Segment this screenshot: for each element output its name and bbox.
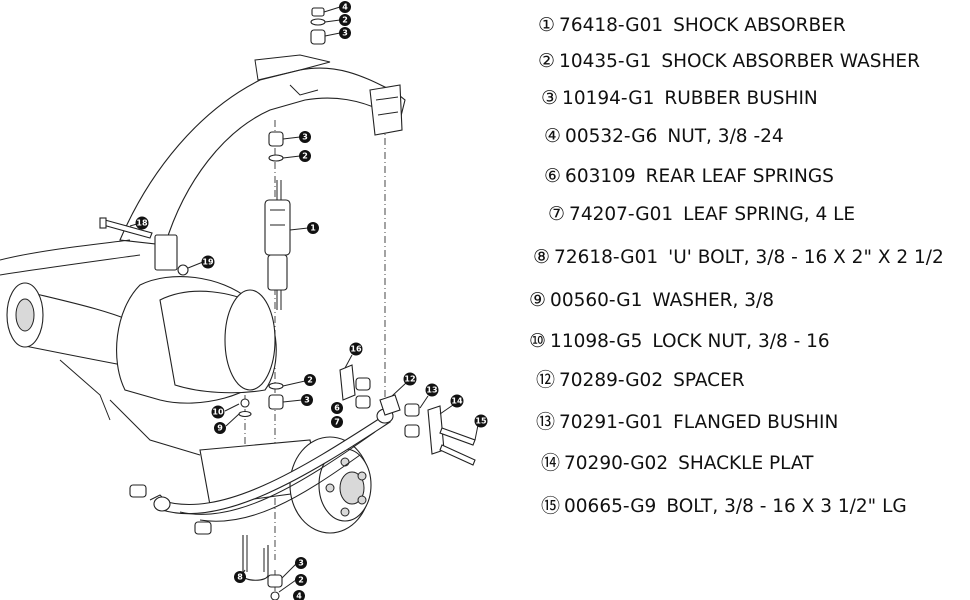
callout-8: 8 — [234, 571, 246, 583]
wheel-hub — [199, 436, 372, 534]
callout-9: 9 — [214, 422, 226, 434]
callout-3-top: 3 — [339, 27, 351, 39]
callout-12: 12 — [403, 372, 417, 386]
callout-6: 6 — [331, 402, 343, 414]
svg-text:18: 18 — [136, 219, 148, 228]
callout-16: 16 — [349, 342, 363, 356]
bolt-and-washer — [99, 217, 189, 276]
svg-text:10: 10 — [212, 408, 224, 417]
leaf-spring — [149, 408, 394, 522]
axle-housing — [6, 276, 277, 456]
callout-2-upper: 2 — [299, 150, 311, 162]
callout-15: 15 — [474, 414, 488, 428]
svg-text:12: 12 — [404, 375, 415, 384]
svg-text:1: 1 — [310, 224, 316, 233]
svg-text:3: 3 — [302, 133, 308, 142]
top-hardware — [268, 7, 326, 162]
chassis-frame — [0, 54, 406, 276]
lower-hardware — [238, 382, 284, 418]
callout-2-top: 2 — [339, 14, 351, 26]
shock-absorber — [264, 180, 291, 310]
svg-text:2: 2 — [342, 16, 348, 25]
svg-text:13: 13 — [426, 386, 437, 395]
callout-3-lower: 3 — [301, 394, 313, 406]
svg-text:15: 15 — [475, 417, 487, 426]
svg-text:7: 7 — [334, 418, 340, 427]
svg-text:4: 4 — [342, 3, 348, 12]
callout-3-bottom: 3 — [295, 557, 307, 569]
callout-4-bottom: 4 — [293, 590, 305, 600]
callout-7: 7 — [331, 416, 343, 428]
svg-text:3: 3 — [298, 559, 304, 568]
svg-text:3: 3 — [304, 396, 310, 405]
svg-text:16: 16 — [350, 345, 362, 354]
svg-text:14: 14 — [451, 397, 463, 406]
svg-text:2: 2 — [298, 576, 304, 585]
svg-text:9: 9 — [217, 424, 223, 433]
u-bolt — [242, 535, 269, 581]
callout-2-lower: 2 — [304, 374, 316, 386]
svg-text:4: 4 — [296, 592, 302, 600]
svg-text:3: 3 — [342, 29, 348, 38]
callout-19: 19 — [201, 255, 215, 269]
svg-text:6: 6 — [334, 404, 340, 413]
callout-3-upper: 3 — [299, 131, 311, 143]
left-bushings — [129, 484, 283, 600]
svg-text:2: 2 — [302, 152, 308, 161]
callout-1: 1 — [307, 222, 319, 234]
svg-text:8: 8 — [237, 573, 243, 582]
shackle-group — [339, 364, 476, 466]
callout-14: 14 — [450, 394, 464, 408]
callout-2-bottom: 2 — [295, 574, 307, 586]
callout-leaders — [129, 6, 479, 593]
callout-4-top: 4 — [339, 1, 351, 13]
exploded-parts-diagram: 4 2 3 3 2 1 18 19 16 12 13 14 15 2 3 10 … — [0, 1, 488, 600]
callout-10: 10 — [211, 405, 225, 419]
callout-18: 18 — [135, 216, 149, 230]
svg-text:19: 19 — [202, 258, 214, 267]
svg-text:2: 2 — [307, 376, 313, 385]
callout-13: 13 — [425, 383, 439, 397]
